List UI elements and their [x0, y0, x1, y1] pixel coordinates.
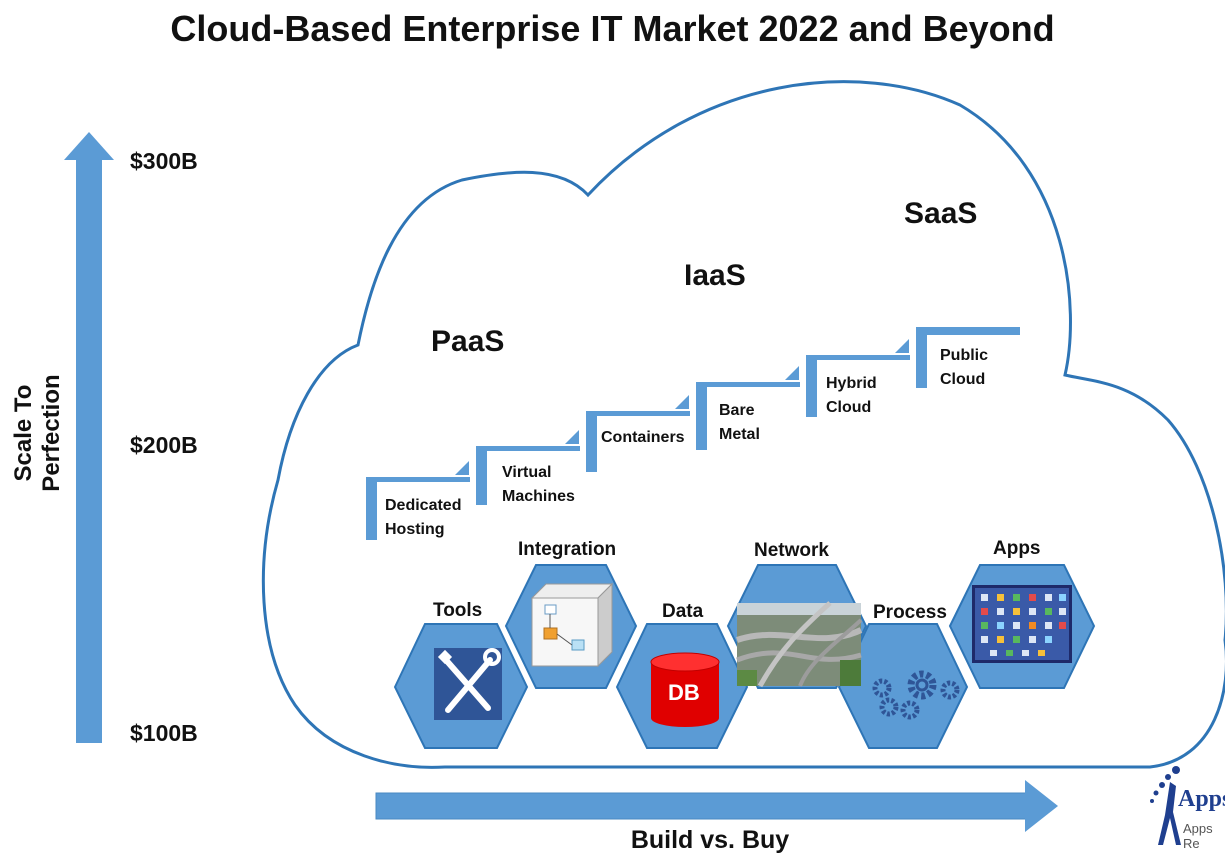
integration-box-icon — [530, 582, 614, 668]
step-label-bare-metal: Bare Metal — [719, 399, 760, 447]
hex-label-apps: Apps — [993, 538, 1041, 559]
logo-figure-icon — [1150, 766, 1181, 845]
hex-label-tools: Tools — [433, 600, 483, 621]
step-line: Hybrid — [826, 375, 877, 392]
y-tick-300b: $300B — [130, 148, 198, 174]
step-bare-metal — [696, 366, 800, 450]
step-line: Containers — [601, 429, 685, 446]
y-axis-label: Scale To Perfection — [10, 374, 65, 492]
page-title: Cloud-Based Enterprise IT Market 2022 an… — [170, 8, 1055, 49]
tablet-apps-icon — [972, 585, 1072, 663]
step-line: Public — [940, 347, 989, 364]
step-label-hybrid-cloud: Hybrid Cloud — [826, 372, 877, 420]
step-line: Bare — [719, 402, 755, 419]
db-label: DB — [668, 680, 700, 705]
horizontal-arrow — [375, 780, 1058, 832]
gears-icon — [872, 670, 960, 720]
y-tick-200b: $200B — [130, 432, 198, 458]
step-label-public-cloud: Public Cloud — [940, 344, 988, 392]
step-label-dedicated-hosting: Dedicated Hosting — [385, 494, 461, 542]
hex-process — [837, 623, 969, 749]
highway-image — [736, 601, 863, 688]
wrench-screwdriver-icon — [434, 648, 502, 720]
staircase — [366, 327, 1020, 540]
step-line: Cloud — [940, 371, 986, 388]
step-public-cloud — [916, 327, 1020, 388]
tier-iaas: IaaS — [684, 259, 746, 292]
logo-subtext: Apps Re — [1183, 821, 1213, 851]
step-line: Virtual — [502, 464, 552, 481]
x-axis-label: Build vs. Buy — [630, 826, 790, 854]
step-line: Hosting — [385, 521, 445, 538]
vertical-arrow — [64, 132, 114, 743]
logo-text: Apps — [1178, 786, 1225, 812]
hex-label-process: Process — [873, 602, 947, 623]
step-containers — [586, 395, 690, 472]
hex-label-integration: Integration — [518, 539, 617, 560]
step-virtual-machines — [476, 430, 580, 505]
step-hybrid-cloud — [806, 339, 910, 417]
step-line: Metal — [719, 426, 760, 443]
step-line: Cloud — [826, 399, 872, 416]
step-label-containers: Containers — [601, 426, 685, 450]
hex-label-data: Data — [662, 601, 704, 622]
hex-label-network: Network — [754, 540, 829, 561]
tier-saas: SaaS — [904, 197, 978, 230]
step-label-virtual-machines: Virtual Machines — [502, 461, 575, 509]
database-icon — [650, 652, 720, 727]
step-dedicated-hosting — [366, 461, 470, 540]
y-tick-100b: $100B — [130, 720, 198, 746]
tier-paas: PaaS — [431, 325, 505, 358]
step-line: Machines — [502, 488, 575, 505]
step-line: Dedicated — [385, 497, 462, 514]
